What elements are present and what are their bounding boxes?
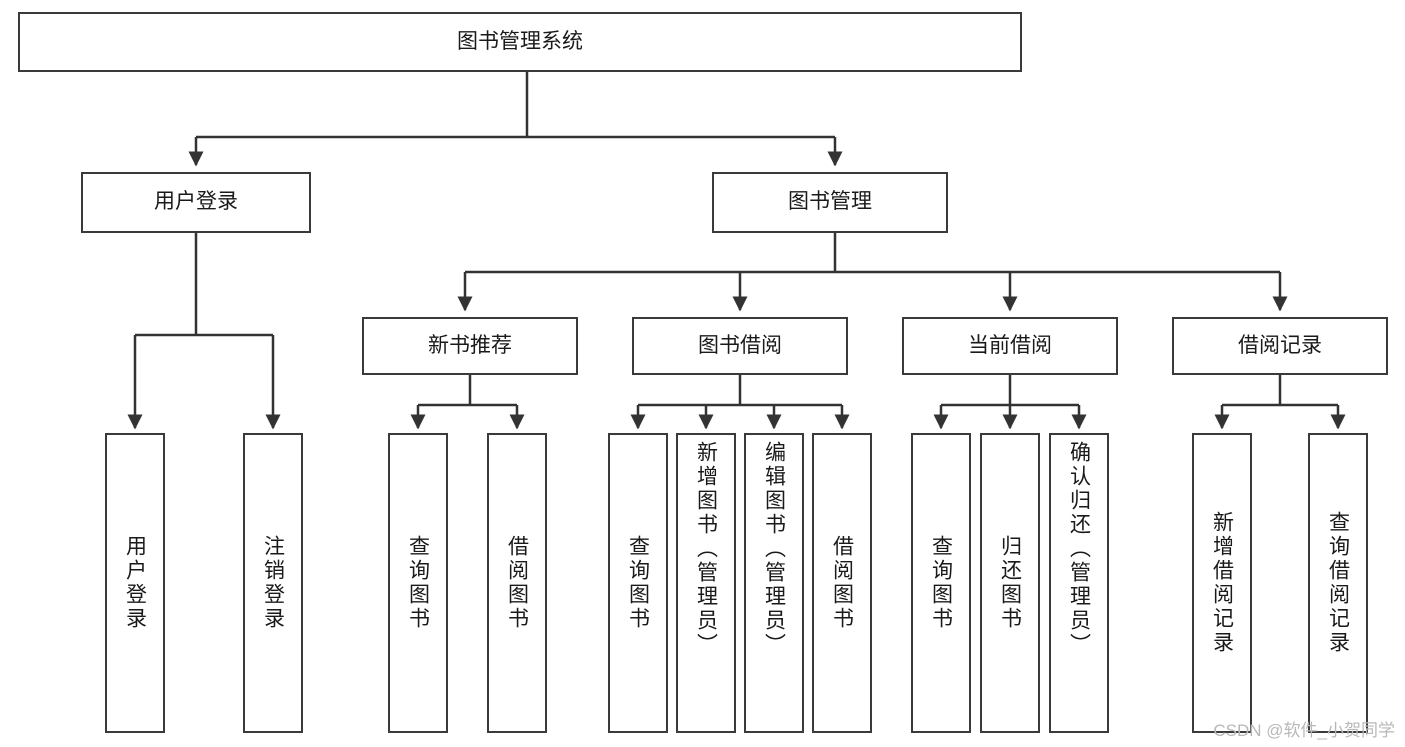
node-borrow-record-label: 借阅记录 (1238, 333, 1322, 357)
node-leaf-return-book-label: 归还图书 (998, 535, 1022, 631)
node-leaf-add-book-label: 新增图书（管理员） (694, 441, 718, 657)
node-leaf-query-book-1[interactable]: 查询图书 (388, 433, 448, 733)
node-leaf-query-book-3[interactable]: 查询图书 (911, 433, 971, 733)
node-leaf-query-record-label: 查询借阅记录 (1326, 511, 1350, 655)
node-user-login[interactable]: 用户登录 (81, 172, 311, 233)
node-leaf-logout-label: 注销登录 (261, 535, 285, 631)
node-new-book-recommend-label: 新书推荐 (428, 333, 512, 357)
node-borrow-record[interactable]: 借阅记录 (1172, 317, 1388, 375)
csdn-watermark: CSDN @软件_小贺同学 (1213, 721, 1395, 740)
node-book-manage-label: 图书管理 (788, 190, 872, 214)
node-leaf-borrow-book-1-label: 借阅图书 (505, 535, 529, 631)
node-leaf-user-login-label: 用户登录 (123, 535, 147, 631)
node-leaf-borrow-book-2-label: 借阅图书 (830, 535, 854, 631)
node-leaf-borrow-book-1[interactable]: 借阅图书 (487, 433, 547, 733)
node-root[interactable]: 图书管理系统 (18, 12, 1022, 72)
node-leaf-add-book[interactable]: 新增图书（管理员） (676, 433, 736, 733)
node-leaf-query-book-3-label: 查询图书 (929, 535, 953, 631)
node-book-borrow-label: 图书借阅 (698, 333, 782, 357)
node-leaf-query-book-1-label: 查询图书 (406, 535, 430, 631)
node-leaf-add-record[interactable]: 新增借阅记录 (1192, 433, 1252, 733)
node-leaf-edit-book[interactable]: 编辑图书（管理员） (744, 433, 804, 733)
node-book-borrow[interactable]: 图书借阅 (632, 317, 848, 375)
node-current-borrow[interactable]: 当前借阅 (902, 317, 1118, 375)
node-leaf-edit-book-label: 编辑图书（管理员） (762, 441, 786, 657)
node-leaf-confirm-return[interactable]: 确认归还（管理员） (1049, 433, 1109, 733)
node-leaf-confirm-return-label: 确认归还（管理员） (1067, 441, 1091, 657)
node-leaf-query-book-2-label: 查询图书 (626, 535, 650, 631)
node-book-manage[interactable]: 图书管理 (712, 172, 948, 233)
node-leaf-user-login[interactable]: 用户登录 (105, 433, 165, 733)
node-leaf-logout[interactable]: 注销登录 (243, 433, 303, 733)
node-leaf-add-record-label: 新增借阅记录 (1210, 511, 1234, 655)
node-leaf-query-book-2[interactable]: 查询图书 (608, 433, 668, 733)
node-user-login-label: 用户登录 (154, 190, 238, 214)
node-new-book-recommend[interactable]: 新书推荐 (362, 317, 578, 375)
node-leaf-query-record[interactable]: 查询借阅记录 (1308, 433, 1368, 733)
node-root-label: 图书管理系统 (457, 29, 583, 53)
node-leaf-borrow-book-2[interactable]: 借阅图书 (812, 433, 872, 733)
node-current-borrow-label: 当前借阅 (968, 333, 1052, 357)
node-leaf-return-book[interactable]: 归还图书 (980, 433, 1040, 733)
